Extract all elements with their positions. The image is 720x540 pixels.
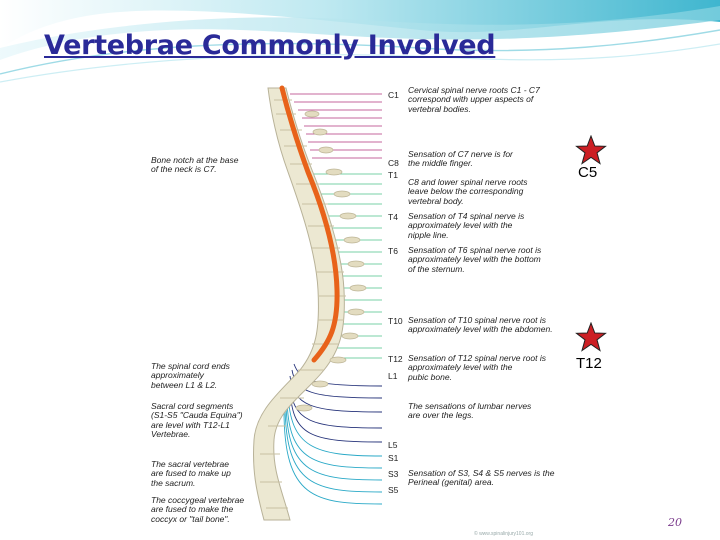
level-l5: L5 <box>388 440 398 450</box>
spine-diagram: Bone notch at the base of the neck is C7… <box>144 80 582 540</box>
level-t10: T10 <box>388 316 403 326</box>
header-banner <box>0 0 720 83</box>
level-s3: S3 <box>388 469 399 479</box>
level-t6: T6 <box>388 246 398 256</box>
level-t4: T4 <box>388 212 398 222</box>
page-title: Vertebrae Commonly Involved <box>44 30 496 61</box>
note-lumbar: The sensations of lumbar nerves are over… <box>408 401 532 421</box>
label-sacrum: The sacral vertebrae are fused to make u… <box>151 459 231 488</box>
label-coccyx: The coccygeal vertebrae are fused to mak… <box>151 495 245 524</box>
label-sacral-segments: Sacral cord segments (S1-S5 "Cauda Equin… <box>151 401 243 440</box>
level-s1: S1 <box>388 453 399 463</box>
level-s5: S5 <box>388 485 399 495</box>
level-c8: C8 <box>388 158 399 168</box>
note-t10: Sensation of T10 spinal nerve root is ap… <box>408 315 553 335</box>
sacral-nerve-lines <box>283 391 383 505</box>
level-t12: T12 <box>388 354 403 364</box>
note-t12: Sensation of T12 spinal nerve root is ap… <box>408 353 546 382</box>
marker-label-t12: T12 <box>576 355 602 372</box>
image-credit: © www.spinalinjury101.org <box>474 531 533 537</box>
star-c5-icon <box>575 135 607 165</box>
note-c7: Sensation of C7 nerve is for the middle … <box>408 149 513 169</box>
note-t4: Sensation of T4 spinal nerve is approxim… <box>408 211 525 240</box>
note-c1-c7: Cervical spinal nerve roots C1 - C7 corr… <box>408 85 540 114</box>
spinal-cord <box>279 85 340 363</box>
note-c8-lower: C8 and lower spinal nerve roots leave be… <box>408 177 528 206</box>
marker-label-c5: C5 <box>578 164 598 181</box>
level-c1: C1 <box>388 90 399 100</box>
spinous-processes <box>295 110 367 412</box>
note-s3-s5: Sensation of S3, S4 & S5 nerves is the P… <box>408 468 555 488</box>
spine-illustration <box>253 85 383 521</box>
star-t12-icon <box>575 322 607 352</box>
page-number: 20 <box>668 516 682 529</box>
level-l1: L1 <box>388 371 398 381</box>
note-t6: Sensation of T6 spinal nerve root is app… <box>408 245 542 274</box>
label-cord-end: The spinal cord ends approximately betwe… <box>151 361 230 390</box>
level-t1: T1 <box>388 170 398 180</box>
label-neck-notch: Bone notch at the base of the neck is C7… <box>151 155 239 175</box>
